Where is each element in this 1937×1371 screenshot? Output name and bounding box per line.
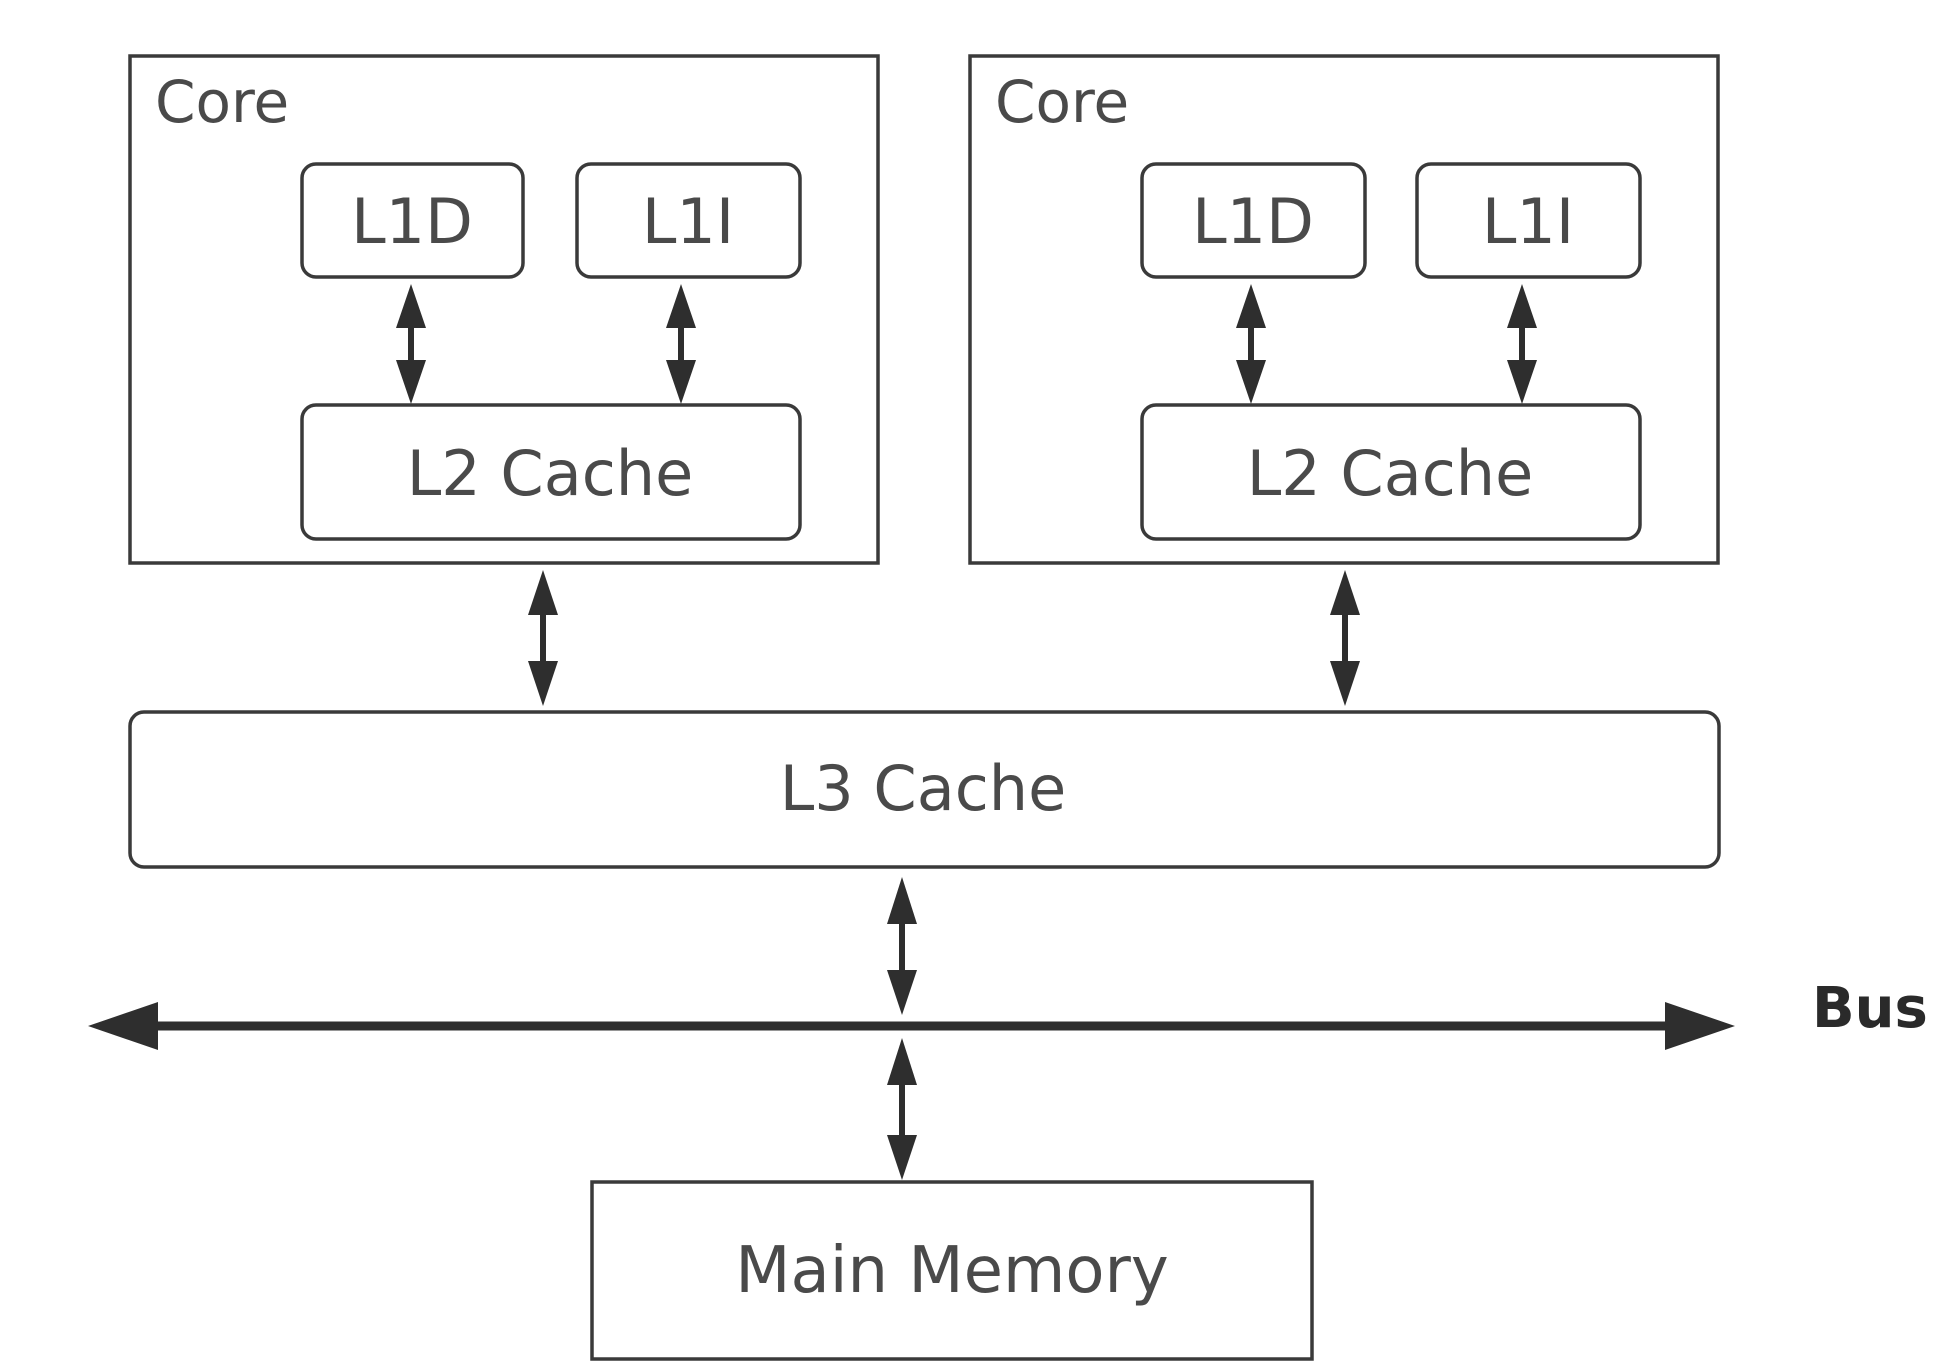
core-2-l1d-label: L1D: [1192, 185, 1314, 258]
core-1-l1i-label: L1I: [642, 185, 734, 258]
core-1-l1i-l2-arrow: [666, 284, 696, 404]
l3-cache-label: L3 Cache: [780, 752, 1067, 825]
main-memory: Main Memory: [590, 1180, 1314, 1361]
bus: Bus: [88, 976, 1928, 1050]
core-2-l1d: L1D: [1140, 162, 1367, 279]
core-1-l3-arrow: [528, 570, 558, 706]
core-1-label: Core: [155, 68, 289, 136]
bus-memory-arrow: [887, 1038, 917, 1180]
core-2-l2-label: L2 Cache: [1247, 437, 1534, 510]
core-1-l1d-label: L1D: [351, 185, 473, 258]
core-1-l2-label: L2 Cache: [407, 437, 694, 510]
core-2-l3-arrow: [1330, 570, 1360, 706]
core-1: Core L1D L1I L2 Cache: [128, 54, 880, 565]
core-1-l2-box: [300, 403, 802, 541]
core-2-l1i-l2-arrow: [1507, 284, 1537, 404]
l3-bus-arrow: [887, 877, 917, 1015]
main-memory-box: [590, 1180, 1314, 1361]
l3-cache-box: [128, 710, 1721, 869]
core-1-l2: L2 Cache: [300, 403, 802, 541]
core-2-l1d-l2-arrow: [1236, 284, 1266, 404]
core-2-l2: L2 Cache: [1140, 403, 1642, 541]
core-2-l1d-box: [1140, 162, 1367, 279]
core-2-label: Core: [995, 68, 1129, 136]
l3-cache: L3 Cache: [128, 710, 1721, 869]
main-memory-label: Main Memory: [735, 1234, 1168, 1308]
bus-label: Bus: [1812, 976, 1928, 1041]
core-2: Core L1D L1I L2 Cache: [968, 54, 1720, 565]
core-1-l1d-l2-arrow: [396, 284, 426, 404]
bus-right-arrowhead: [1665, 1002, 1735, 1050]
core-1-l1i-box: [575, 162, 802, 279]
core-1-l1i: L1I: [575, 162, 802, 279]
core-2-l1i: L1I: [1415, 162, 1642, 279]
bus-left-arrowhead: [88, 1002, 158, 1050]
core-2-l1i-box: [1415, 162, 1642, 279]
core-1-l1d-box: [300, 162, 525, 279]
core-2-l2-box: [1140, 403, 1642, 541]
core-1-l1d: L1D: [300, 162, 525, 279]
core-2-l1i-label: L1I: [1482, 185, 1574, 258]
